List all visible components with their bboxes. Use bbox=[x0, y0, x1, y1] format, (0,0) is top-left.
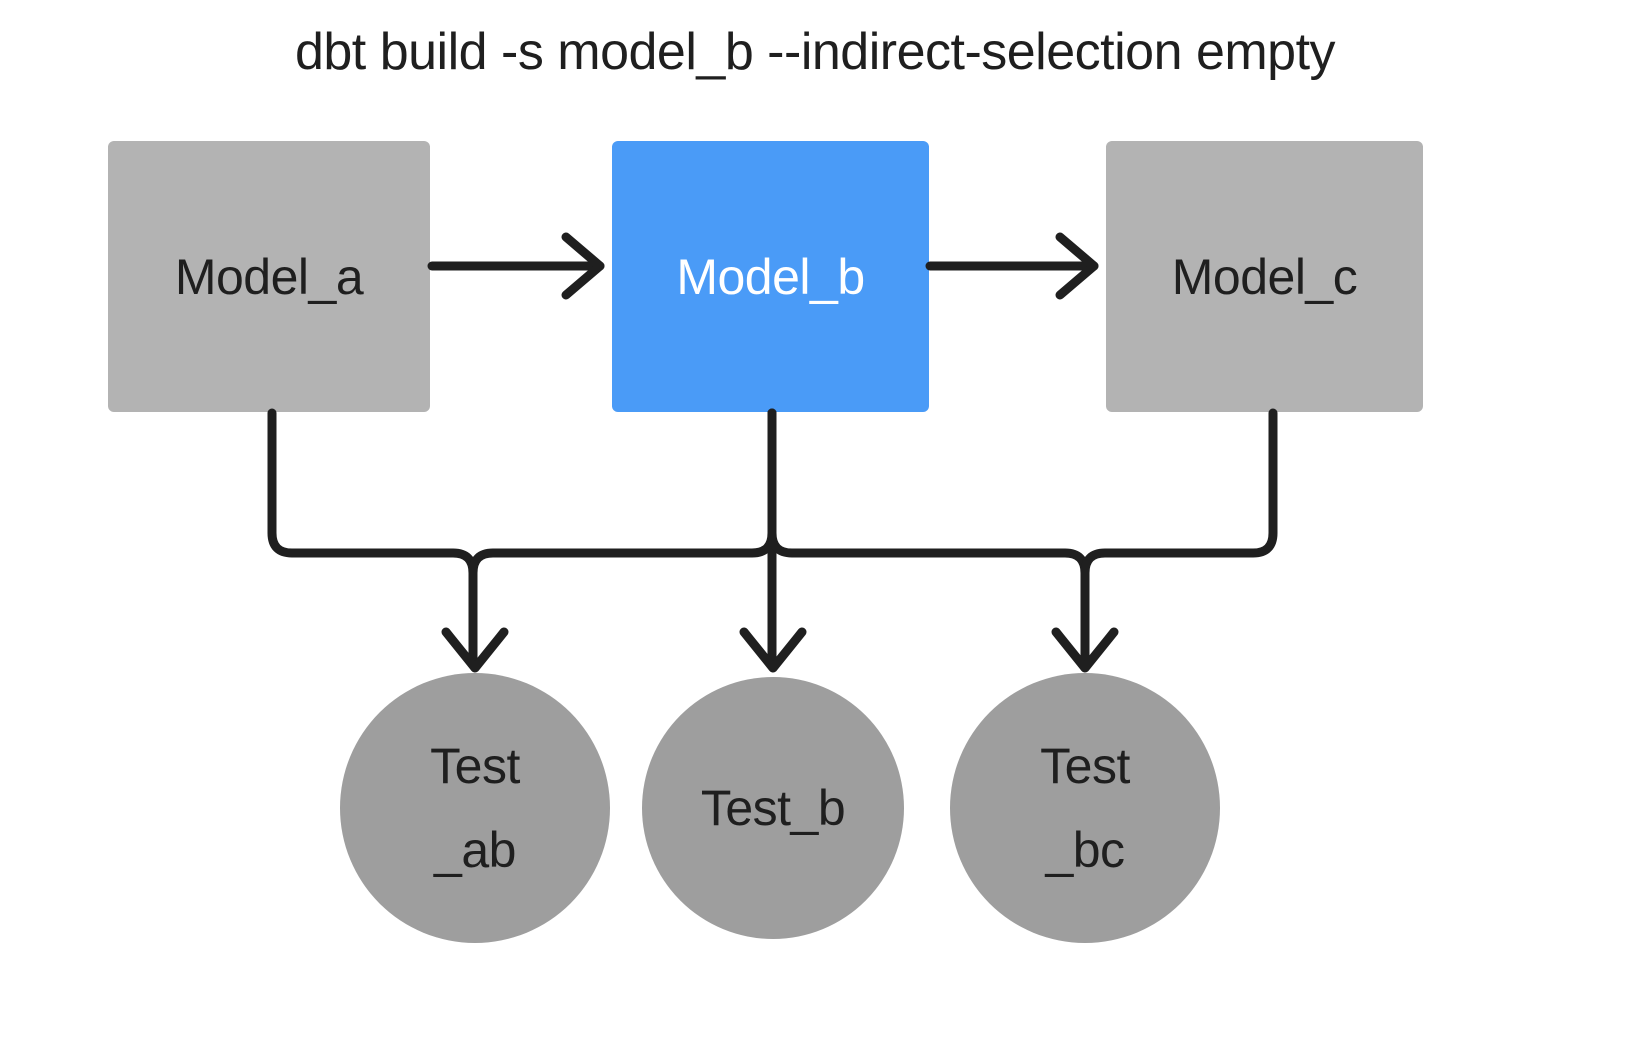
arrowhead-test-bc bbox=[1051, 627, 1119, 673]
edge-model-b-to-test-ab bbox=[468, 408, 777, 665]
edge-model-a-to-test-ab bbox=[267, 408, 478, 665]
arrowhead-test-b bbox=[739, 627, 807, 673]
node-test-ab[interactable] bbox=[340, 673, 610, 943]
arrowhead-test-ab bbox=[441, 627, 509, 673]
diagram-title: dbt build -s model_b --indirect-selectio… bbox=[294, 23, 1336, 81]
arrowhead-model-b-to-model-c bbox=[1055, 232, 1099, 300]
node-test-b[interactable] bbox=[642, 677, 904, 939]
node-model-c[interactable] bbox=[1106, 141, 1423, 412]
node-model-a[interactable] bbox=[108, 141, 430, 412]
node-model-b[interactable] bbox=[612, 141, 929, 412]
node-test-bc[interactable] bbox=[950, 673, 1220, 943]
edge-model-b-to-test-bc bbox=[767, 408, 1090, 665]
arrowhead-model-a-to-model-b bbox=[561, 232, 605, 300]
edge-model-c-to-test-bc bbox=[1080, 408, 1278, 665]
